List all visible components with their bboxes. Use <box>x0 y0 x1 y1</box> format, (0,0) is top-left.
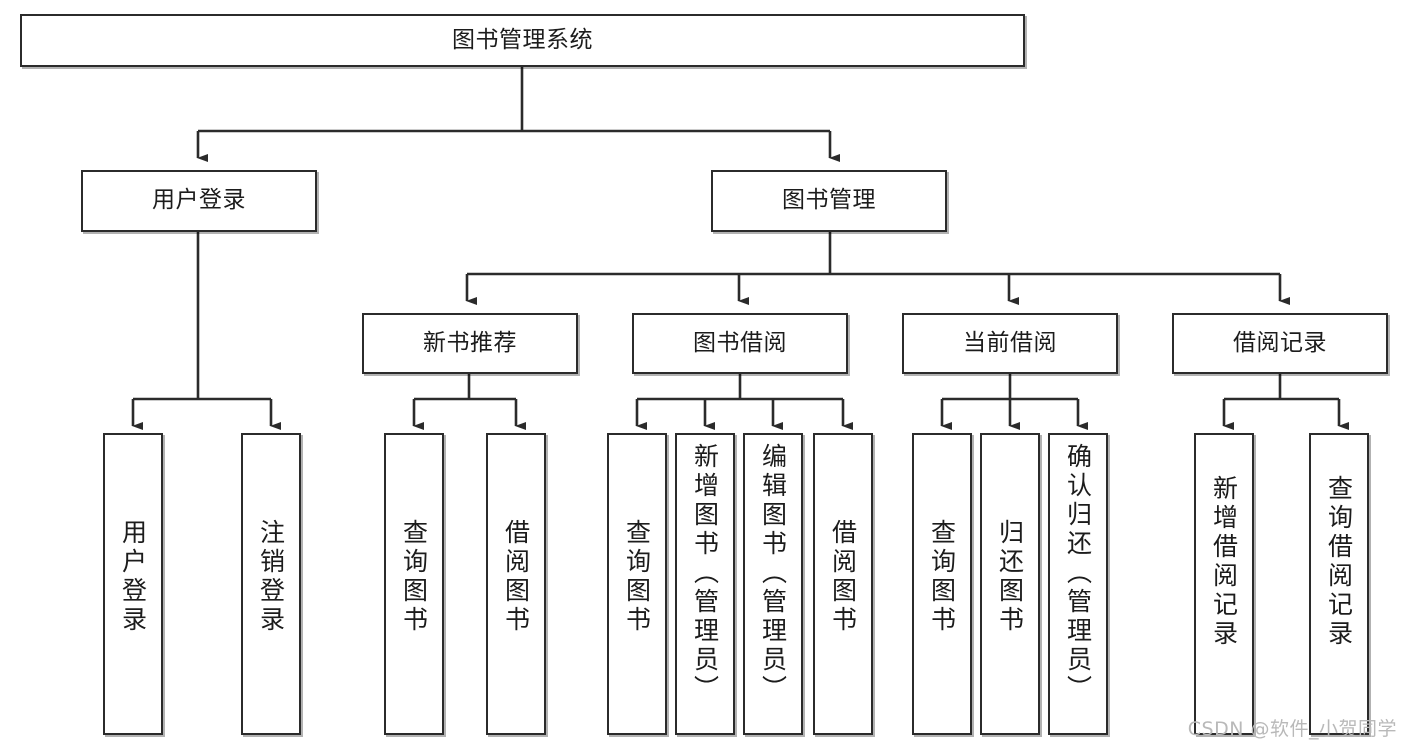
leaf-add-book-admin-label: 新增图书（管理员） <box>690 443 720 704</box>
node-book-management[interactable]: 图书管理 <box>711 170 947 232</box>
leaf-confirm-return-admin-label: 确认归还（管理员） <box>1063 443 1093 704</box>
leaf-add-borrow-record[interactable]: 新增借阅记录 <box>1194 433 1254 735</box>
node-book-borrow-label: 图书借阅 <box>693 329 787 356</box>
leaf-query-book-current[interactable]: 查询图书 <box>912 433 972 735</box>
leaf-borrow-book-new[interactable]: 借阅图书 <box>486 433 546 735</box>
node-user-login[interactable]: 用户登录 <box>81 170 317 232</box>
leaf-borrow-book-label: 借阅图书 <box>828 519 858 635</box>
node-current-borrow[interactable]: 当前借阅 <box>902 313 1118 374</box>
leaf-return-book-label: 归还图书 <box>995 519 1025 635</box>
leaf-query-book-current-label: 查询图书 <box>927 519 957 635</box>
node-borrow-records[interactable]: 借阅记录 <box>1172 313 1388 374</box>
leaf-query-book-borrow[interactable]: 查询图书 <box>607 433 667 735</box>
leaf-user-logout[interactable]: 注销登录 <box>241 433 301 735</box>
node-new-book-recommend-label: 新书推荐 <box>423 329 517 356</box>
node-new-book-recommend[interactable]: 新书推荐 <box>362 313 578 374</box>
node-book-borrow[interactable]: 图书借阅 <box>632 313 848 374</box>
node-root[interactable]: 图书管理系统 <box>20 14 1025 67</box>
node-user-login-label: 用户登录 <box>152 187 246 214</box>
leaf-query-book-borrow-label: 查询图书 <box>622 519 652 635</box>
leaf-add-borrow-record-label: 新增借阅记录 <box>1209 475 1239 649</box>
leaf-query-borrow-record-label: 查询借阅记录 <box>1324 475 1354 649</box>
node-borrow-records-label: 借阅记录 <box>1233 329 1327 356</box>
leaf-user-login[interactable]: 用户登录 <box>103 433 163 735</box>
node-current-borrow-label: 当前借阅 <box>963 329 1057 356</box>
leaf-query-borrow-record[interactable]: 查询借阅记录 <box>1309 433 1369 735</box>
leaf-query-book-new[interactable]: 查询图书 <box>384 433 444 735</box>
leaf-edit-book-admin[interactable]: 编辑图书（管理员） <box>743 433 803 735</box>
leaf-return-book[interactable]: 归还图书 <box>980 433 1040 735</box>
node-book-management-label: 图书管理 <box>782 187 876 214</box>
leaf-borrow-book-new-label: 借阅图书 <box>501 519 531 635</box>
leaf-user-login-label: 用户登录 <box>118 519 148 635</box>
leaf-query-book-new-label: 查询图书 <box>399 519 429 635</box>
leaf-user-logout-label: 注销登录 <box>256 519 286 635</box>
leaf-add-book-admin[interactable]: 新增图书（管理员） <box>675 433 735 735</box>
leaf-edit-book-admin-label: 编辑图书（管理员） <box>758 443 788 704</box>
leaf-borrow-book[interactable]: 借阅图书 <box>813 433 873 735</box>
node-root-label: 图书管理系统 <box>452 26 593 53</box>
leaf-confirm-return-admin[interactable]: 确认归还（管理员） <box>1048 433 1108 735</box>
